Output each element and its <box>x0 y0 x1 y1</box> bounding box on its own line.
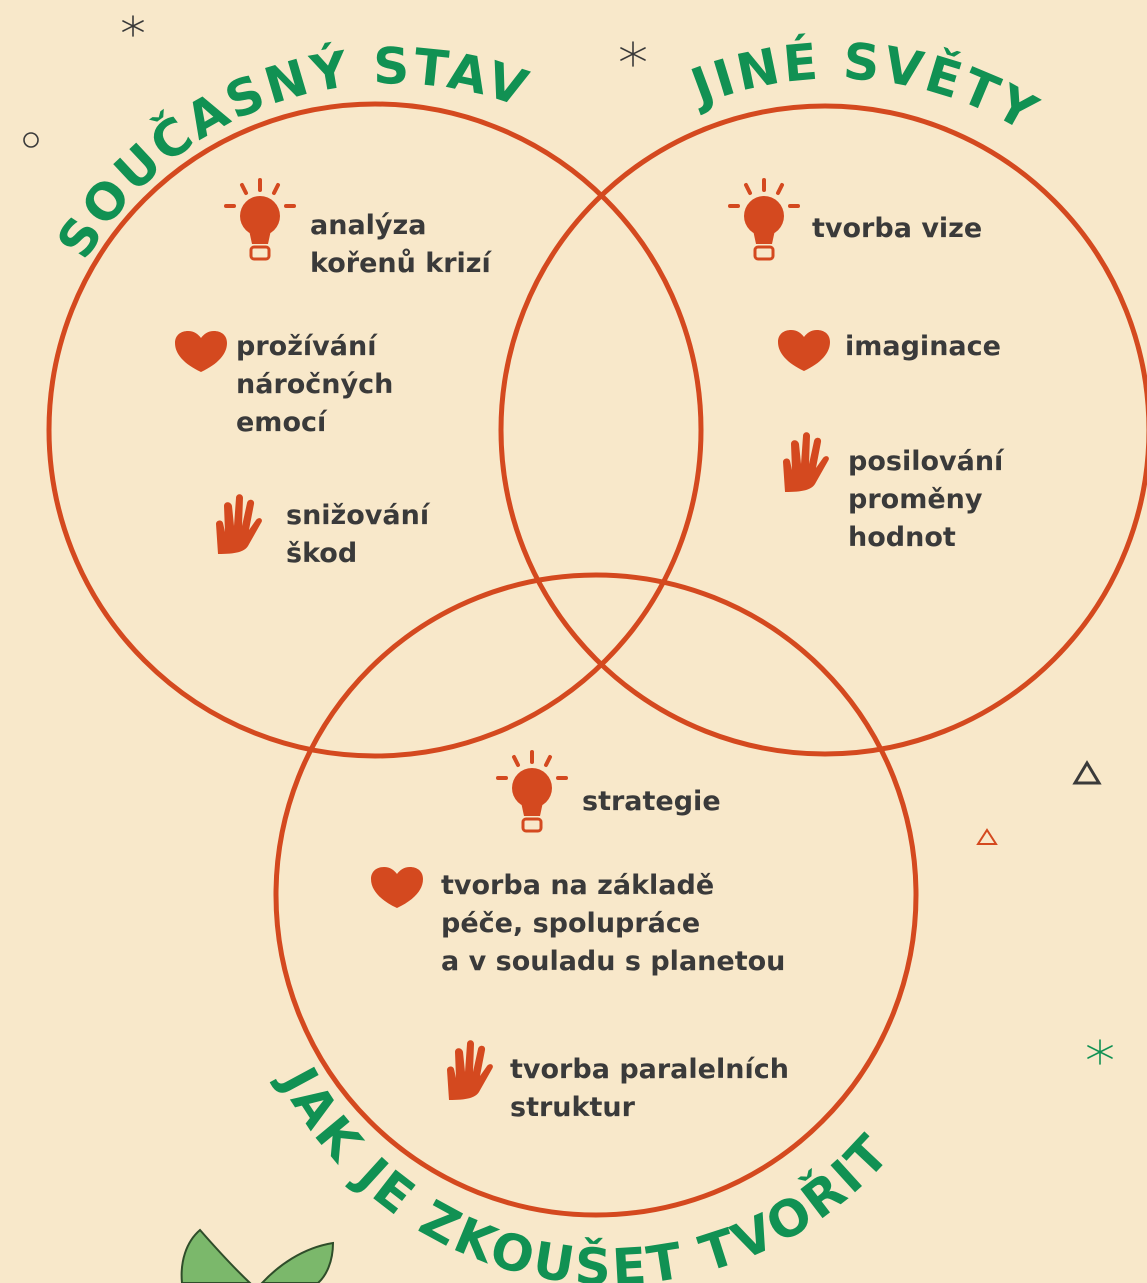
circle-outline-icon <box>23 132 39 148</box>
lightbulb-icon <box>728 178 800 261</box>
item-imagination: imaginace <box>845 331 1001 362</box>
hand-icon <box>216 494 262 554</box>
sparkle-icon <box>122 15 144 37</box>
leaf-icon <box>180 1228 335 1283</box>
item-vision-building: tvorba vize <box>812 213 983 244</box>
item-harm-reduction: snižování škod <box>286 500 430 569</box>
item-care-based-creation: tvorba na základě péče, spolupráce a v s… <box>441 870 786 977</box>
hand-icon <box>783 432 829 492</box>
item-experiencing-emotions: prožívání náročných emocí <box>236 331 394 438</box>
sparkle-icon <box>1087 1039 1113 1065</box>
lightbulb-icon <box>224 178 296 261</box>
triangle-outline-icon <box>1072 760 1102 785</box>
circle-how-to-try <box>273 572 919 1218</box>
circle-current-state <box>46 101 704 759</box>
item-parallel-structures: tvorba paralelních struktur <box>510 1054 789 1123</box>
hand-icon <box>447 1040 493 1100</box>
heart-icon <box>371 867 423 908</box>
circle-other-worlds <box>498 103 1147 757</box>
heart-icon <box>175 331 227 372</box>
triangle-outline-icon <box>976 828 998 845</box>
sparkle-icon <box>620 41 646 67</box>
lightbulb-icon <box>496 750 568 833</box>
title-other-worlds: JINÉ SVĚTY <box>681 32 1049 144</box>
item-root-causes-analysis: analýza kořenů krizí <box>310 210 491 279</box>
item-strengthening-value-change: posilování proměny hodnot <box>848 446 1004 553</box>
heart-icon <box>778 330 830 371</box>
item-strategy: strategie <box>582 786 721 817</box>
